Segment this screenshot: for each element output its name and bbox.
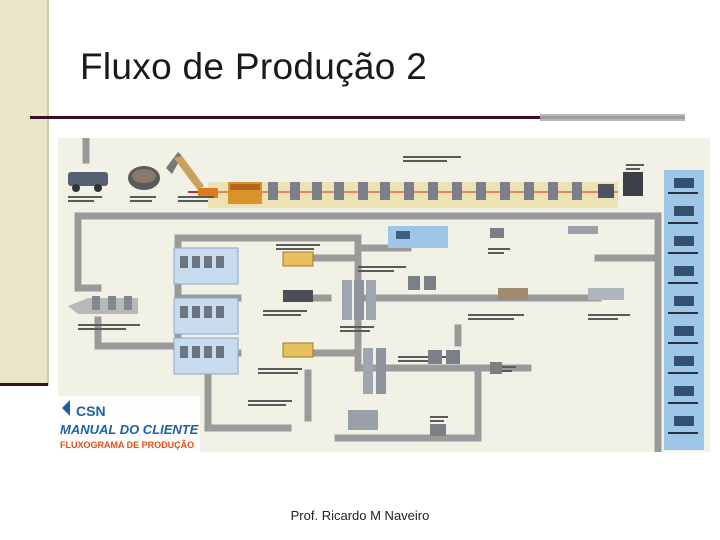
product-icons <box>674 178 694 426</box>
production-flowchart: CSN MANUAL DO CLIENTE FLUXOGRAMA DE PROD… <box>58 138 710 452</box>
brand-line-1: MANUAL DO CLIENTE <box>60 422 199 437</box>
production-flowchart-graphic: CSN MANUAL DO CLIENTE FLUXOGRAMA DE PROD… <box>58 138 710 452</box>
title-rule-light-core <box>540 116 685 119</box>
slide-footer: Prof. Ricardo M Naveiro <box>0 508 720 523</box>
left-accent-band-edge <box>47 0 49 385</box>
csn-logo-text: CSN <box>76 403 106 419</box>
left-accent-band <box>0 0 47 385</box>
left-divider-stub <box>0 383 48 386</box>
slide-title: Fluxo de Produção 2 <box>80 46 427 88</box>
brand-line-2: FLUXOGRAMA DE PRODUÇÃO <box>60 440 194 450</box>
title-rule-dark <box>30 116 540 119</box>
coil-mark <box>396 231 410 239</box>
tandem-mill-panels <box>174 248 238 374</box>
